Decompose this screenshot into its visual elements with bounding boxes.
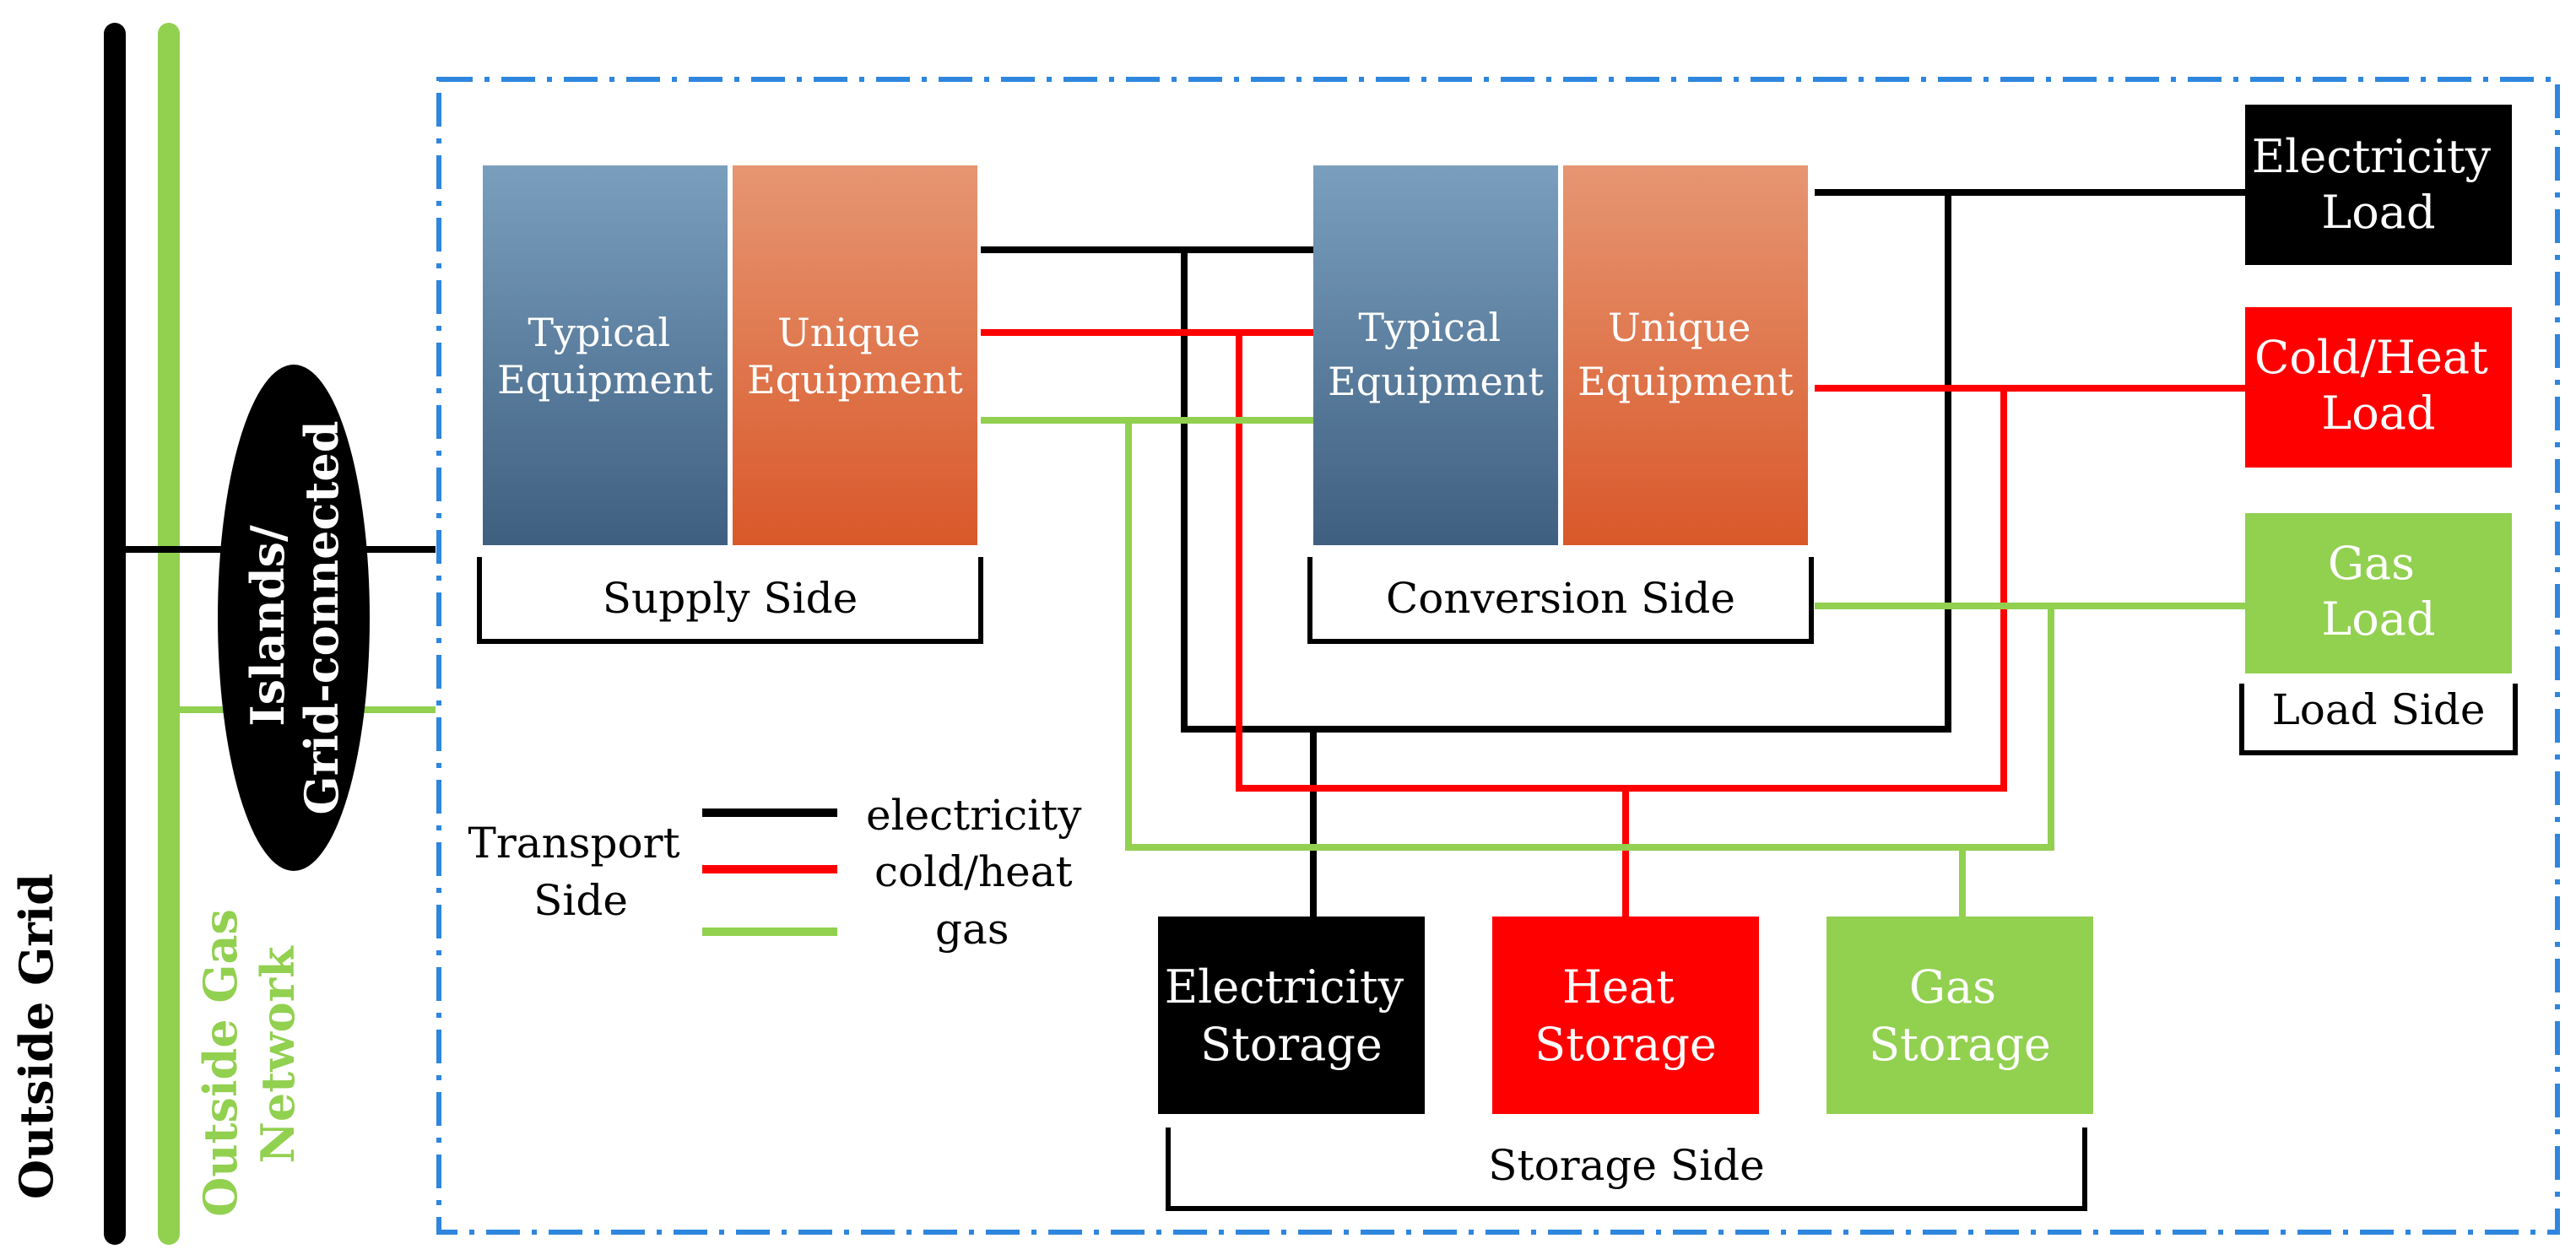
electricity-transport-lines xyxy=(981,189,2250,918)
load-side: Electricity Load Cold/Heat Load Gas Load… xyxy=(2239,105,2518,755)
conversion-side-bracket xyxy=(1307,557,1814,644)
coldheat-load-label: Cold/Heat Load xyxy=(2254,331,2503,440)
conversion-typical-label: Typical Equipment xyxy=(1328,305,1544,404)
outside-grid-label: Outside Grid xyxy=(9,873,63,1199)
transport-legend: Transport Side electricity cold/heat gas xyxy=(468,791,1083,954)
electricity-load xyxy=(2245,105,2512,265)
heat-storage xyxy=(1492,917,1759,1114)
gas-storage xyxy=(1826,917,2093,1114)
conversion-side: Typical Equipment Unique Equipment Conve… xyxy=(1307,165,1814,644)
storage-side-label: Storage Side xyxy=(1488,1141,1765,1190)
gas-storage-label: Gas Storage xyxy=(1869,960,2051,1071)
conversion-unique-label: Unique Equipment xyxy=(1578,305,1794,404)
legend-heat-label: cold/heat xyxy=(874,847,1073,896)
load-side-label: Load Side xyxy=(2272,685,2486,734)
legend-electricity-label: electricity xyxy=(866,791,1082,840)
gas-load-label: Gas Load xyxy=(2321,537,2435,646)
supply-side: Typical Equipment Unique Equipment Suppl… xyxy=(477,165,983,644)
conversion-unique-equipment xyxy=(1563,165,1808,545)
outside-gas-label: Outside Gas Network xyxy=(193,893,305,1216)
coldheat-load xyxy=(2245,307,2512,468)
supply-typical-equipment xyxy=(483,165,728,545)
storage-side: Electricity Storage Heat Storage Gas Sto… xyxy=(1158,917,2093,1211)
islands-label: Islands/ Grid-connected xyxy=(241,421,349,815)
supply-typical-label: Typical Equipment xyxy=(497,310,713,403)
transport-side-label: Transport Side xyxy=(468,819,694,925)
electricity-storage-label: Electricity Storage xyxy=(1165,960,1419,1071)
storage-side-bracket xyxy=(1166,1128,2087,1211)
gas-load xyxy=(2245,513,2512,673)
supply-unique-equipment xyxy=(733,165,977,545)
heat-storage-label: Heat Storage xyxy=(1534,960,1717,1071)
supply-side-bracket xyxy=(477,557,983,644)
islands-grid-connected-node xyxy=(218,365,370,871)
conversion-typical-equipment xyxy=(1313,165,1558,545)
load-side-bracket xyxy=(2239,684,2518,755)
legend-gas-label: gas xyxy=(935,905,1009,954)
electricity-storage xyxy=(1158,917,1425,1114)
system-boundary xyxy=(436,77,2560,1235)
heat-transport-lines xyxy=(981,329,2250,918)
supply-unique-label: Unique Equipment xyxy=(747,310,963,403)
conversion-side-label: Conversion Side xyxy=(1386,574,1735,623)
gas-transport-lines xyxy=(981,417,2250,918)
electricity-load-label: Electricity Load xyxy=(2252,130,2506,239)
supply-side-label: Supply Side xyxy=(603,574,858,623)
